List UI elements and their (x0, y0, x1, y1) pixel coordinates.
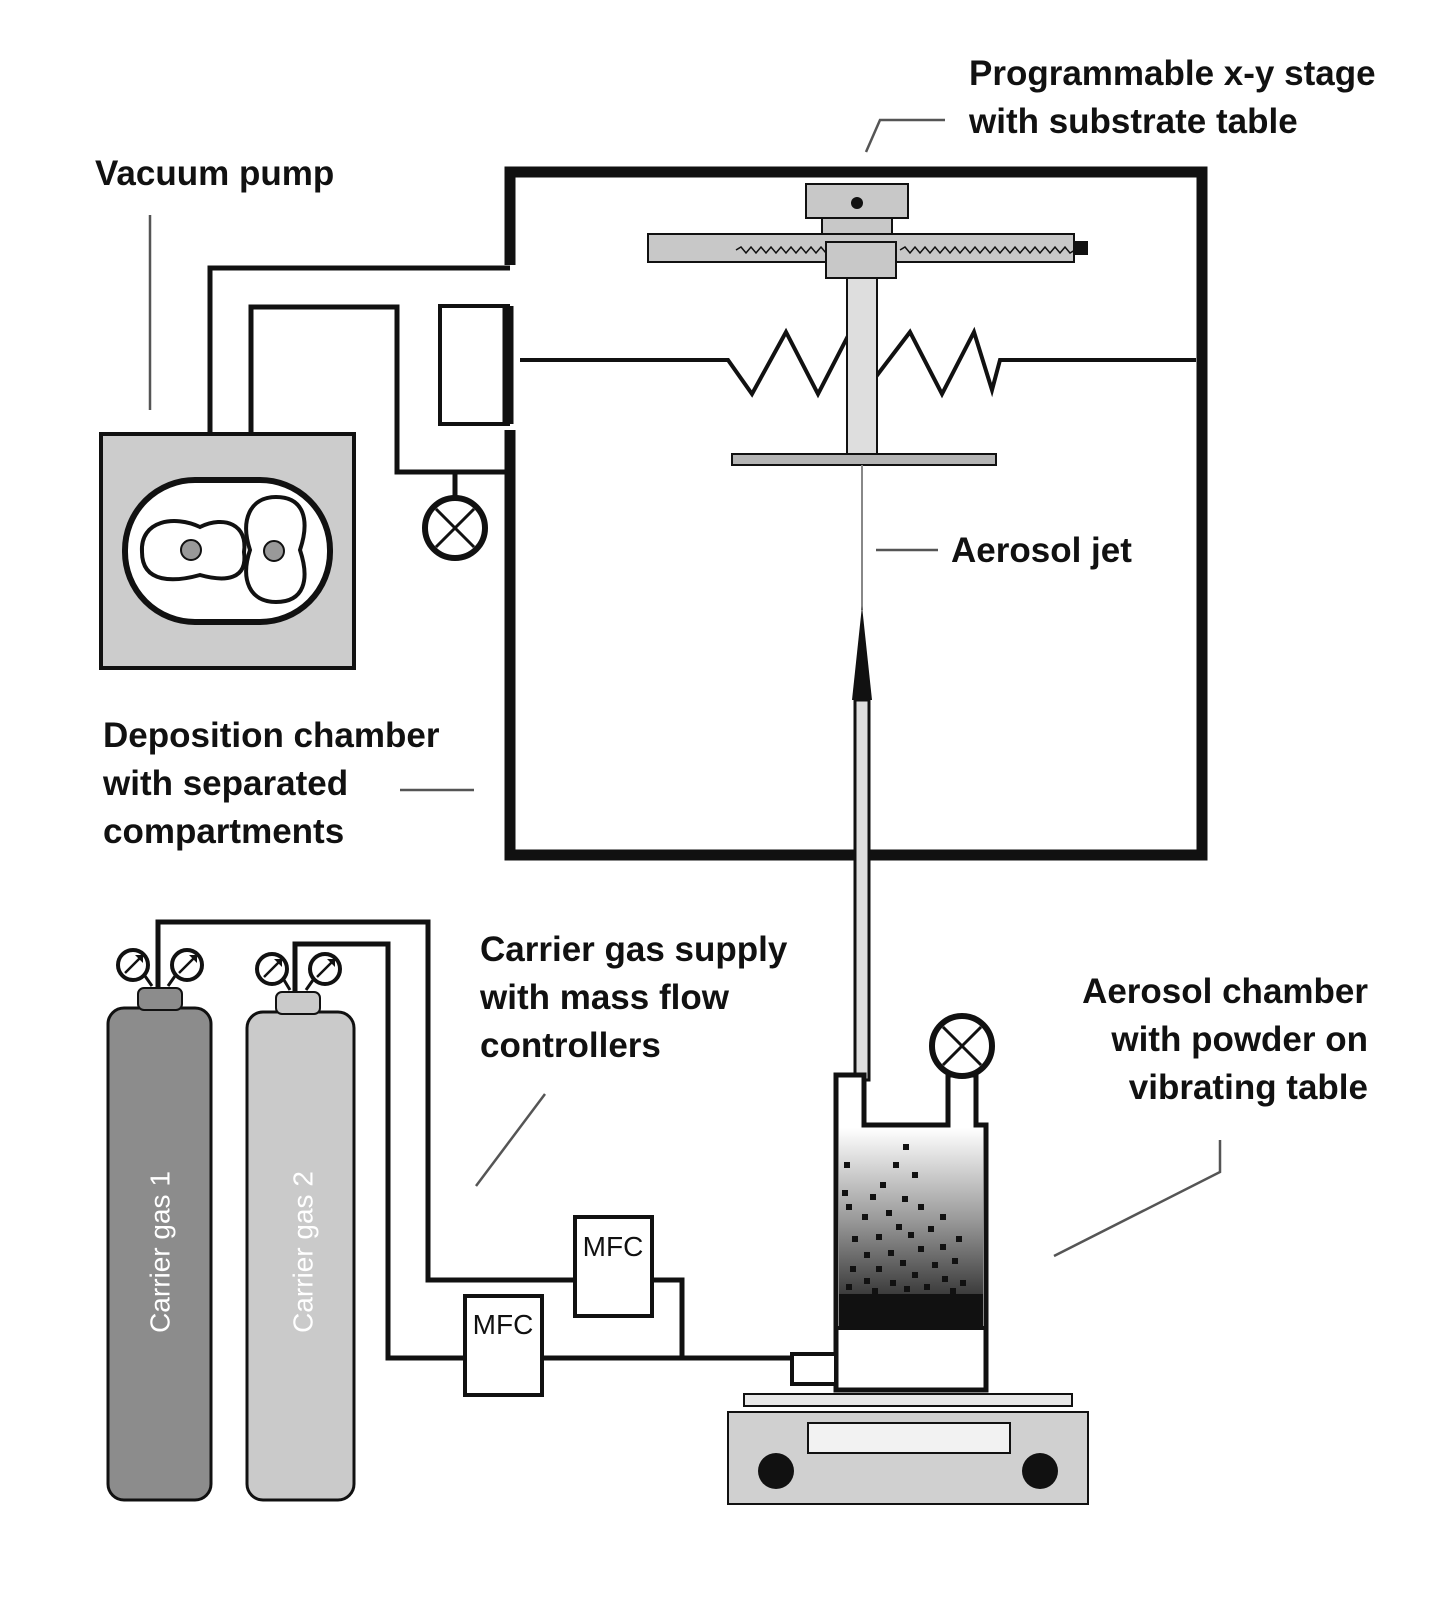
deposition-chamber-label: Deposition chamber with separated compar… (103, 716, 440, 851)
deposition-chamber (438, 166, 1208, 861)
cylinder-1-label: Carrier gas 1 (145, 1171, 176, 1333)
aerosol-gauge-icon (929, 1013, 995, 1079)
cylinder-1-gauge-left-icon (116, 948, 154, 987)
aerosol-jet (852, 465, 872, 1082)
stage-label: Programmable x-y stage with substrate ta… (969, 54, 1376, 141)
aerosol-chamber (833, 1072, 989, 1393)
carrier-supply-label: Carrier gas supply with mass flow contro… (480, 930, 788, 1065)
cylinder-1-gauge-right-icon (166, 948, 204, 987)
powder-particles (842, 1144, 966, 1294)
mfc-lower-box (463, 1294, 544, 1397)
xy-stage (647, 183, 1088, 466)
vacuum-pump-label: Vacuum pump (95, 154, 335, 193)
mfc-upper-label: MFC (583, 1231, 644, 1262)
vacuum-pump (99, 432, 356, 670)
mfc-upper-box (573, 1215, 654, 1318)
gas-inlet-connector (790, 1352, 838, 1386)
aerosol-chamber-label: Aerosol chamber with powder on vibrating… (1082, 972, 1368, 1107)
vibrating-table (727, 1393, 1089, 1505)
carrier-gas-cylinder-2: Carrier gas 2 (245, 991, 356, 1502)
vacuum-piping (207, 265, 510, 498)
cylinder-2-gauge-right-icon (304, 952, 342, 991)
cylinder-2-gauge-left-icon (255, 952, 292, 991)
carrier-gas-cylinder-1: Carrier gas 1 (106, 987, 213, 1502)
gas-piping (155, 919, 792, 1361)
aerosol-jet-label: Aerosol jet (951, 531, 1132, 570)
leader-lines (148, 118, 1222, 1258)
mfc-lower-label: MFC (473, 1309, 534, 1340)
cylinder-2-label: Carrier gas 2 (288, 1171, 319, 1333)
chamber-gauge-icon (422, 495, 488, 561)
